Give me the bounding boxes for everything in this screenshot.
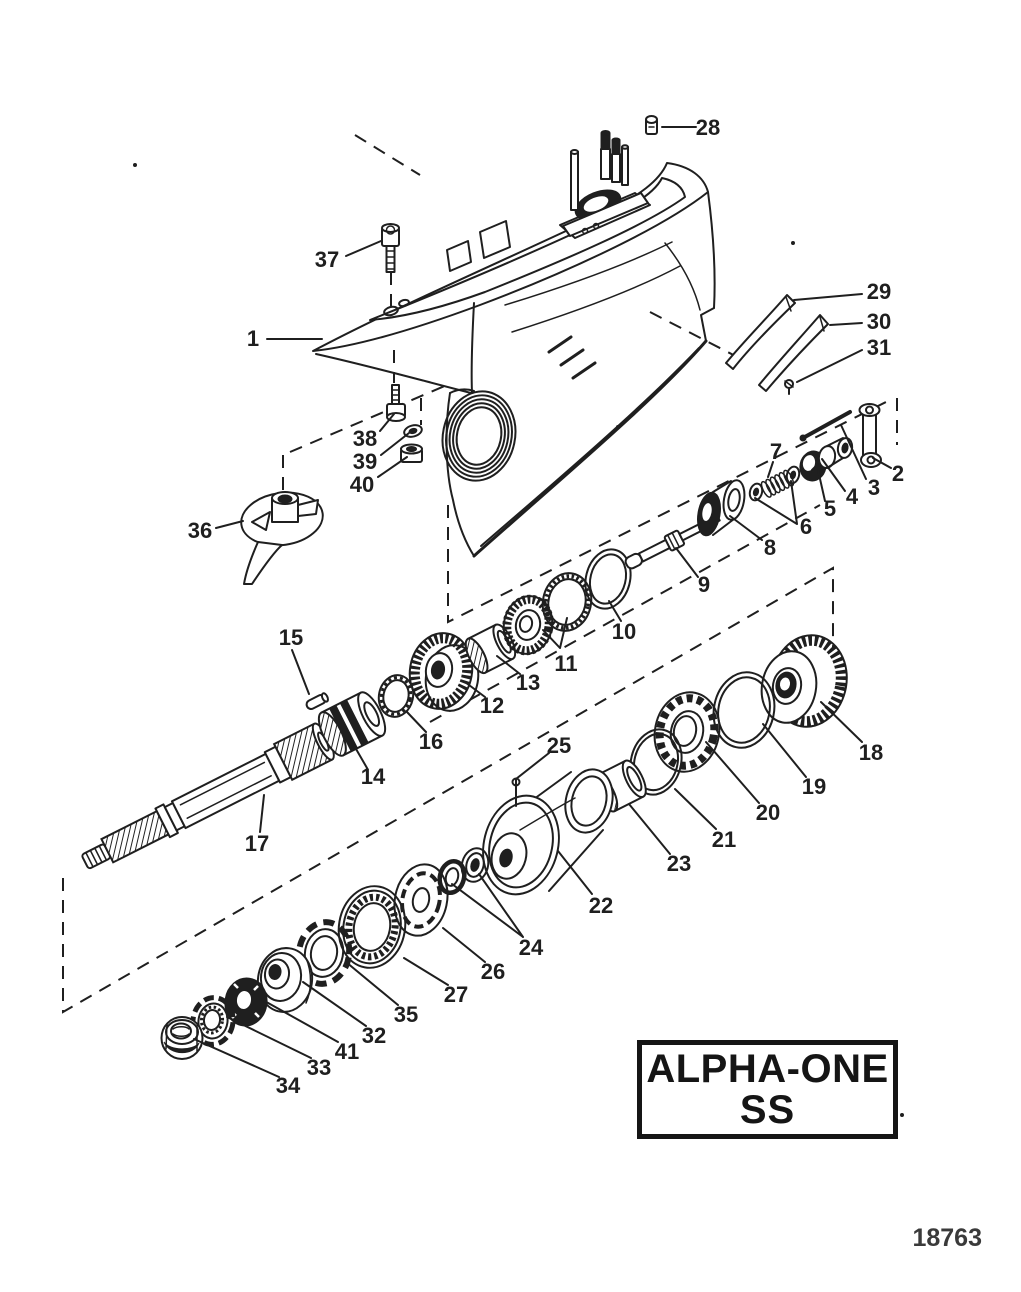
part-38-bolt — [386, 384, 406, 422]
part-6-washers — [748, 465, 801, 502]
part-40-nut — [400, 443, 423, 463]
callout-14: 14 — [361, 764, 386, 789]
callout-15: 15 — [279, 625, 303, 650]
gear-housing — [312, 130, 716, 558]
callout-13: 13 — [516, 670, 540, 695]
part-35-star-washer — [295, 919, 353, 987]
part-3-pin — [799, 410, 852, 442]
deck-bracket — [446, 240, 472, 272]
part-28-vent-plug — [645, 115, 658, 135]
part-17-prop-shaft — [81, 722, 335, 870]
callout-numbers: 1234567891011121314151617181920212223242… — [188, 115, 904, 1098]
part-33-tab-washer — [190, 995, 236, 1047]
drawing-number: 18763 — [912, 1224, 982, 1252]
part-12-forward-gear — [408, 632, 480, 712]
callout-41: 41 — [335, 1039, 359, 1064]
callout-20: 20 — [756, 800, 780, 825]
part-18-gear — [760, 634, 848, 728]
callout-37: 37 — [315, 247, 339, 272]
deck-block — [479, 220, 511, 259]
callout-3: 3 — [868, 475, 880, 500]
callout-9: 9 — [698, 572, 710, 597]
deck-slot — [562, 192, 649, 237]
part-36-anode — [240, 491, 324, 585]
part-11-bearing-race — [541, 572, 593, 632]
callout-8: 8 — [764, 535, 776, 560]
title-line-2: SS — [739, 1087, 796, 1132]
callout-21: 21 — [712, 827, 736, 852]
part-14-clutch-dog — [317, 691, 387, 757]
callout-35: 35 — [394, 1002, 418, 1027]
part-11-bearing — [502, 594, 554, 656]
callout-26: 26 — [481, 959, 505, 984]
callout-18: 18 — [859, 740, 883, 765]
part-37-bolt — [381, 223, 400, 273]
callout-10: 10 — [612, 619, 636, 644]
title-line-1: ALPHA-ONE — [646, 1046, 889, 1091]
part-41-splined-washer — [224, 977, 268, 1027]
part-27-spline-washer — [337, 885, 407, 969]
title-box: ALPHA-ONE SS — [637, 1040, 898, 1139]
bore-threads — [441, 390, 517, 482]
callout-38: 38 — [353, 426, 377, 451]
part-15-pin — [305, 692, 329, 710]
callout-23: 23 — [667, 851, 691, 876]
dashed-guide-lines — [62, 134, 898, 1014]
callout-32: 32 — [362, 1023, 386, 1048]
part-34-prop-nut — [160, 1016, 204, 1060]
part-30-trim-tab — [758, 314, 829, 392]
callout-22: 22 — [589, 893, 613, 918]
part-19-shim — [712, 671, 776, 749]
callout-28: 28 — [696, 115, 720, 140]
callout-27: 27 — [444, 982, 468, 1007]
callout-11: 11 — [554, 651, 577, 676]
part-22-bearing-carrier — [482, 768, 614, 896]
callout-2: 2 — [892, 461, 904, 486]
callout-1: 1 — [247, 326, 259, 351]
callout-39: 39 — [353, 449, 377, 474]
callout-7: 7 — [770, 439, 782, 464]
callout-5: 5 — [824, 496, 836, 521]
callout-16: 16 — [419, 729, 443, 754]
part-21-o-ring — [629, 728, 683, 796]
callout-17: 17 — [245, 831, 269, 856]
studs — [570, 130, 629, 211]
callout-29: 29 — [867, 279, 891, 304]
print-specks — [133, 163, 904, 1117]
callout-4: 4 — [846, 484, 859, 509]
leader-lines — [193, 126, 892, 1078]
callout-34: 34 — [276, 1073, 301, 1098]
callout-19: 19 — [802, 774, 826, 799]
callout-12: 12 — [480, 693, 504, 718]
callout-25: 25 — [547, 733, 571, 758]
part-10-o-ring — [584, 548, 632, 610]
part-8-shift-spool — [697, 479, 746, 537]
part-29-trim-tab — [725, 294, 796, 370]
callout-6: 6 — [800, 514, 812, 539]
callout-40: 40 — [350, 472, 374, 497]
part-31-screw — [784, 379, 794, 395]
callout-30: 30 — [867, 309, 891, 334]
callout-31: 31 — [867, 335, 891, 360]
callout-36: 36 — [188, 518, 212, 543]
part-13-bushing — [464, 623, 517, 675]
part-32-thrust-hub — [256, 947, 314, 1013]
callout-33: 33 — [307, 1055, 331, 1080]
part-2-link-rod — [858, 403, 882, 468]
callout-24: 24 — [519, 935, 544, 960]
part-16-ring — [377, 674, 415, 718]
